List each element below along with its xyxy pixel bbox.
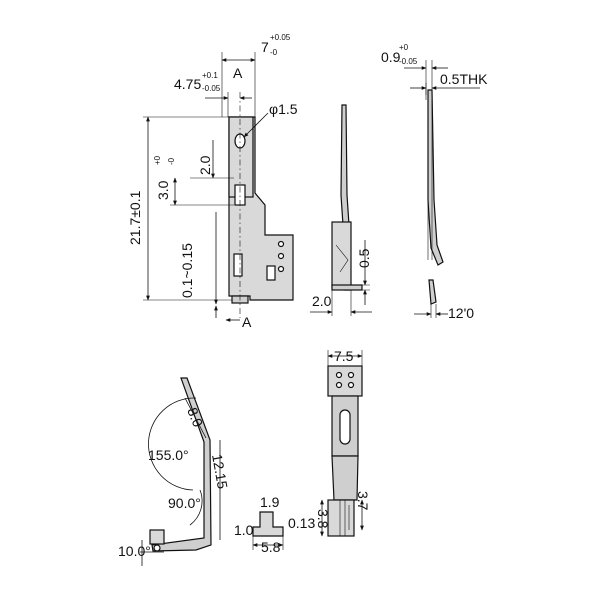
length-upper-dim: 8.0 (184, 405, 206, 429)
material-thickness: 0.5THK (440, 71, 488, 87)
slot-dim-b: 3.0 (155, 180, 171, 200)
section-mark-top: A (233, 65, 243, 81)
angle-foot-dim: 10.0° (118, 543, 151, 559)
blank-head (327, 365, 363, 397)
section-view: 0.9 +0 -0.05 0.5THK 12'0 (381, 43, 488, 321)
section-spring (427, 89, 444, 266)
blank-top-width-dim: 7.5 (334, 348, 354, 364)
bend-height-dim: 0.5 (356, 248, 372, 268)
blank-taper (331, 455, 359, 501)
width-tol-upper: +0.05 (270, 33, 291, 42)
height-dim: 21.7±0.1 (127, 190, 143, 245)
angle-upper-dim: 155.0° (148, 447, 189, 463)
flange-hole (277, 265, 285, 273)
hole-dim: φ1.5 (269, 101, 298, 117)
blank-foot (327, 499, 355, 537)
thickness-dim: 0.9 (381, 49, 401, 65)
blank-hole (347, 371, 355, 379)
blank-strip (331, 395, 359, 457)
bent-foot-block (149, 529, 165, 545)
section-tip (428, 279, 437, 305)
front-neck (228, 116, 254, 198)
blank-hole (347, 381, 355, 389)
offset-tol-upper: +0.1 (202, 71, 218, 80)
tab-window (266, 265, 276, 281)
bent-foot-pin (153, 544, 161, 552)
blank-right-dim: 3.7 (355, 491, 371, 511)
thickness-tol-upper: +0 (399, 43, 409, 52)
angle-lower-dim: 90.0° (168, 495, 201, 511)
foot-right-dim: 0.13 (288, 515, 315, 531)
offset-tol-lower: -0.05 (202, 84, 221, 93)
slot-lower (233, 253, 243, 277)
foot-width-dim: 5.8 (261, 539, 281, 555)
blank-hole (335, 381, 343, 389)
slot-dim-a: 2.0 (197, 155, 213, 175)
side-foot (331, 284, 363, 291)
foot-height-dim: 1.9 (260, 494, 280, 510)
width-tol-lower: -0 (270, 48, 278, 57)
blank-hole (335, 371, 343, 379)
offset-dim: 4.75 (174, 76, 201, 92)
bent-view: 8.0 155.0° 12.15 90.0° 10.0° (118, 377, 231, 566)
bent-strip (151, 377, 212, 552)
gap-dim: 0.1~0.15 (179, 243, 195, 298)
section-mark-bottom: A (242, 314, 252, 330)
blank-view: 7.5 3.8 3.7 (315, 348, 371, 537)
foot-detail-shape (252, 511, 284, 537)
blank-slot (339, 409, 351, 445)
thickness-tol-lower: -0.05 (399, 57, 418, 66)
foot-left-dim: 1.0 (234, 522, 254, 538)
slot-dim-b-tol-upper: +0 (153, 155, 162, 165)
slot-dim-b-tol-lower: -0 (167, 157, 176, 165)
side-view: 0.5 2.0 (310, 104, 372, 316)
foot-detail: 5.8 1.9 1.0 0.13 (234, 494, 315, 555)
side-body (331, 221, 352, 289)
tip-angle-dim: 12'0 (448, 305, 474, 321)
front-view: 7 +0.05 -0 A 4.75 +0.1 -0.05 φ1.5 21.7±0… (127, 33, 298, 330)
width-dim: 7 (261, 39, 269, 55)
foot-length-dim: 2.0 (312, 293, 332, 309)
flange-hole (277, 240, 285, 248)
flange-hole (277, 252, 285, 260)
blank-left-dim: 3.8 (315, 509, 331, 529)
length-middle-dim: 12.15 (209, 453, 231, 490)
